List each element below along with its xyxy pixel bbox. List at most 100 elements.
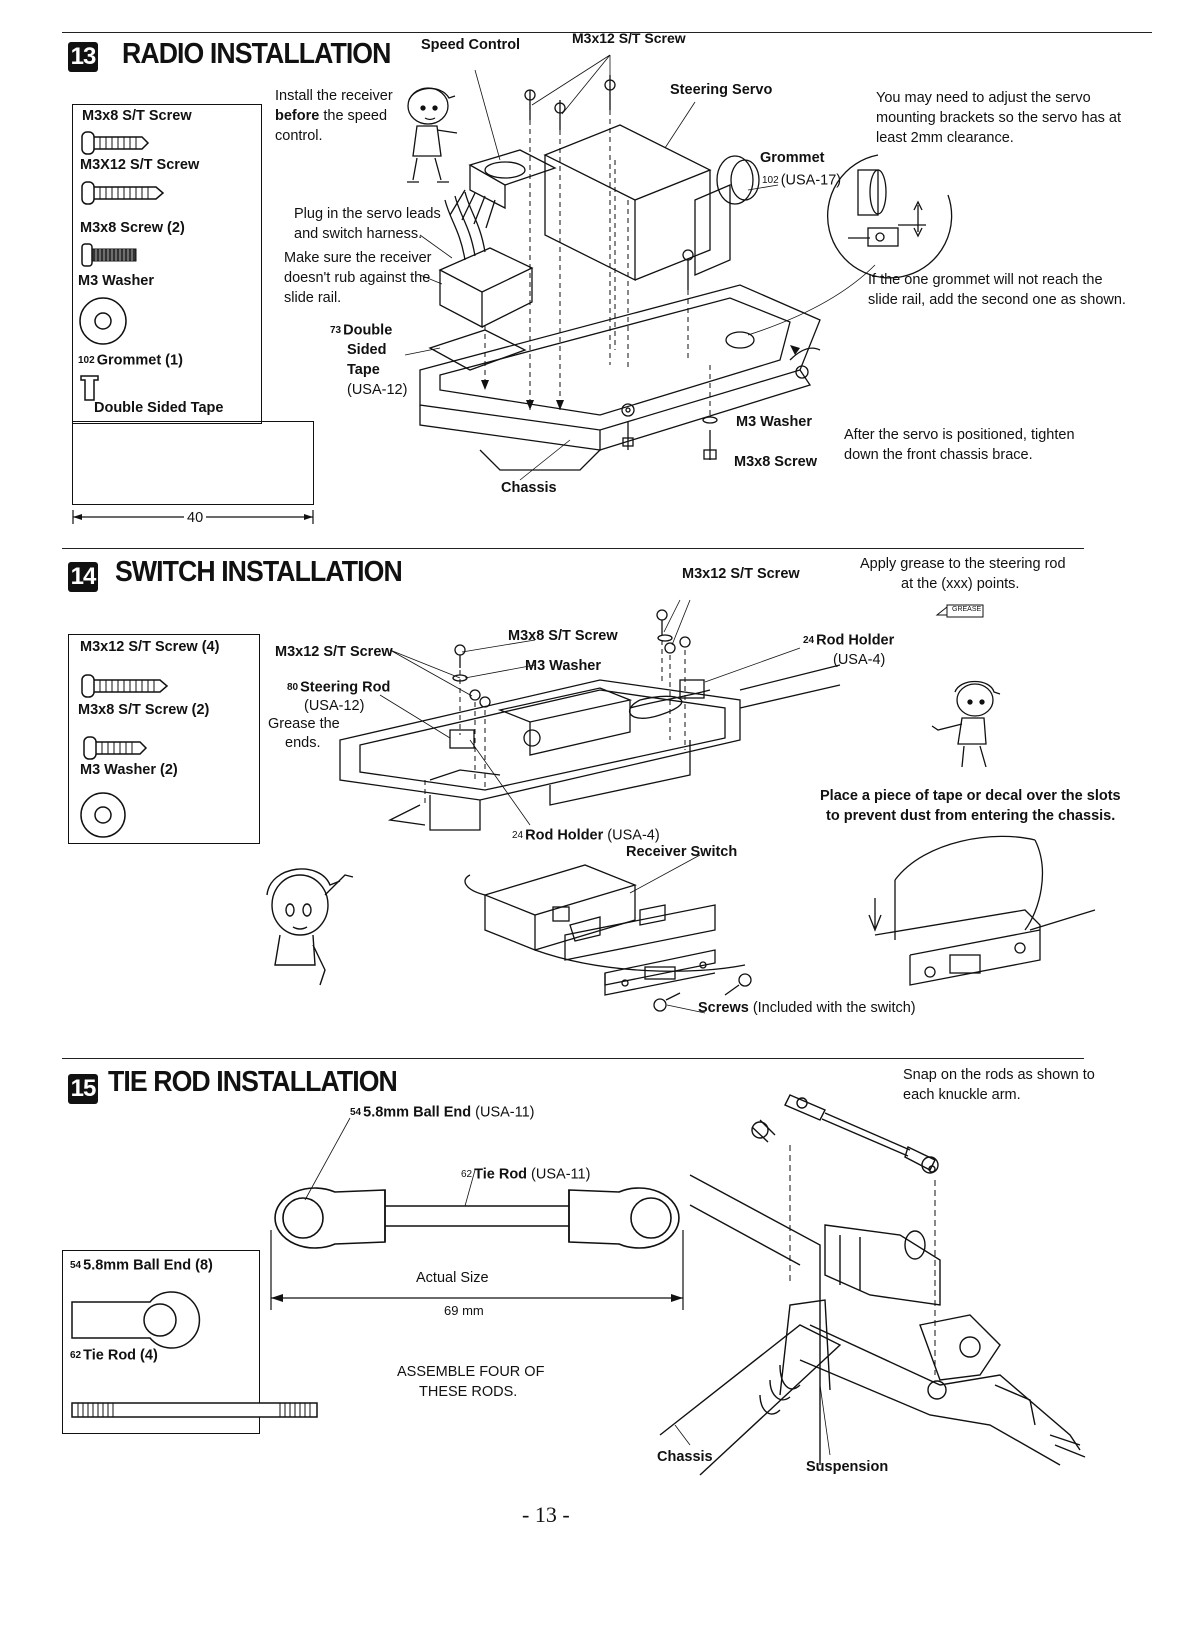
note-grease-line2: at the (xxx) points. bbox=[901, 576, 1020, 592]
note-adjust-servo-line1: You may need to adjust the servo bbox=[876, 90, 1091, 106]
note-adjust-servo-line2: mounting brackets so the servo has at bbox=[876, 110, 1122, 126]
callout-m3x12-st-screw-left: M3x12 S/T Screw bbox=[275, 644, 393, 660]
grease-tag-label: GREASE bbox=[952, 606, 982, 613]
grommet-part-number: 102 bbox=[78, 355, 95, 366]
mascot-boy-pointing-icon bbox=[931, 680, 1001, 768]
section-13-title: RADIO INSTALLATION bbox=[122, 38, 391, 70]
note-snap-rods-line1: Snap on the rods as shown to bbox=[903, 1067, 1095, 1083]
tape-length-value: 40 bbox=[184, 508, 207, 529]
note-tape-slots-line1: Place a piece of tape or decal over the … bbox=[820, 788, 1121, 804]
part-m3x8-st-screw-2-label: M3x8 S/T Screw (2) bbox=[78, 702, 210, 718]
note-grease-line1: Apply grease to the steering rod bbox=[860, 556, 1066, 572]
note-adjust-servo-line3: least 2mm clearance. bbox=[876, 130, 1014, 146]
callout-rod-holder-ref: (USA-4) bbox=[833, 652, 886, 668]
note-plug-in-line1: Plug in the servo leads bbox=[294, 206, 441, 222]
note-grease-ends-line2: ends. bbox=[285, 735, 321, 751]
callout-grommet-ref: 102(USA-17) bbox=[762, 172, 842, 189]
note-grommet-line1: If the one grommet will not reach the bbox=[868, 272, 1103, 288]
grommet-icon bbox=[80, 375, 99, 401]
note-assemble-line2: THESE RODS. bbox=[419, 1384, 518, 1400]
m3-washer-icon bbox=[79, 297, 127, 345]
note-tighten-line2: down the front chassis brace. bbox=[844, 447, 1033, 463]
part-m3x8-st-screw-label: M3x8 S/T Screw bbox=[82, 108, 192, 124]
section-14-title: SWITCH INSTALLATION bbox=[115, 556, 403, 588]
m3x8-st-screw-icon bbox=[81, 131, 150, 155]
callout-steering-servo: Steering Servo bbox=[670, 82, 773, 98]
section-15-title: TIE ROD INSTALLATION bbox=[108, 1066, 398, 1098]
m3-washer-icon-14 bbox=[80, 792, 126, 838]
callout-steering-rod-ref: (USA-12) bbox=[304, 698, 365, 714]
m3x8-st-screw-icon-14 bbox=[83, 736, 148, 760]
tape-over-slots-inset bbox=[868, 835, 1096, 986]
note-plug-in-line2: and switch harness. bbox=[294, 226, 423, 242]
tie-rod-actual-size-diagram bbox=[270, 1117, 684, 1310]
note-make-sure-line1: Make sure the receiver bbox=[284, 250, 432, 266]
callout-m3x12-st-screw: M3x12 S/T Screw bbox=[572, 30, 686, 46]
callout-m3-washer: M3 Washer bbox=[736, 414, 813, 430]
receiver-switch-diagram bbox=[464, 854, 752, 1014]
part-m3-washer-2-label: M3 Washer (2) bbox=[80, 762, 178, 778]
note-install-receiver-line2: before the speed bbox=[275, 108, 388, 124]
callout-chassis-15: Chassis bbox=[657, 1449, 713, 1465]
double-sided-tape-swatch bbox=[72, 421, 314, 505]
tie-rod-suspension-diagram bbox=[659, 1094, 1086, 1476]
label-length-69mm: 69 mm bbox=[444, 1303, 484, 1318]
section-14-parts-box bbox=[68, 634, 260, 844]
callout-m3x8-screw: M3x8 Screw bbox=[734, 454, 818, 470]
callout-double-sided-tape-line2: Sided bbox=[347, 342, 387, 358]
callout-speed-control: Speed Control bbox=[421, 37, 521, 53]
callout-screws-included: Screws (Included with the switch) bbox=[698, 1000, 916, 1016]
grommet-detail-inset bbox=[826, 154, 953, 279]
switch-installation-diagram bbox=[339, 599, 841, 831]
callout-double-sided-tape-ref: (USA-12) bbox=[347, 382, 408, 398]
note-grommet-line2: slide rail, add the second one as shown. bbox=[868, 292, 1126, 308]
section-14-number: 14 bbox=[68, 562, 98, 592]
label-actual-size: Actual Size bbox=[416, 1270, 489, 1286]
section-13-number: 13 bbox=[68, 42, 98, 72]
m3x12-st-screw-icon bbox=[81, 181, 165, 205]
section-13-parts-box bbox=[72, 104, 262, 424]
section-14-rule bbox=[62, 548, 1084, 549]
note-tighten-line1: After the servo is positioned, tighten bbox=[844, 427, 1075, 443]
callout-m3x8-st-screw-14: M3x8 S/T Screw bbox=[508, 628, 618, 644]
note-assemble-line1: ASSEMBLE FOUR OF bbox=[397, 1364, 545, 1380]
part-m3x12-st-screw-label: M3X12 S/T Screw bbox=[80, 157, 200, 173]
page-number: - 13 - bbox=[522, 1502, 570, 1527]
radio-installation-diagram bbox=[404, 54, 876, 481]
part-m3-washer-label: M3 Washer bbox=[78, 273, 155, 289]
section-15-rule bbox=[62, 1058, 1084, 1059]
callout-double-sided-tape-line3: Tape bbox=[347, 362, 380, 378]
callout-receiver-switch: Receiver Switch bbox=[626, 844, 738, 860]
mascot-boy-icon bbox=[407, 87, 458, 183]
ball-end-icon bbox=[71, 1291, 201, 1349]
note-install-receiver-line1: Install the receiver bbox=[275, 88, 393, 104]
note-make-sure-line2: doesn't rub against the bbox=[284, 270, 431, 286]
part-m3x8-screw-label: M3x8 Screw (2) bbox=[80, 220, 185, 236]
callout-m3x12-st-screw-top: M3x12 S/T Screw bbox=[682, 566, 800, 582]
callout-chassis-13: Chassis bbox=[501, 480, 557, 496]
note-make-sure-line3: slide rail. bbox=[284, 290, 342, 306]
note-install-receiver-line3: control. bbox=[275, 128, 323, 144]
part-double-sided-tape-label: Double Sided Tape bbox=[94, 400, 224, 416]
callout-grommet: Grommet bbox=[760, 150, 825, 166]
m3x12-st-screw-icon-14 bbox=[81, 674, 169, 698]
callout-suspension: Suspension bbox=[806, 1459, 889, 1475]
section-15-number: 15 bbox=[68, 1074, 98, 1104]
tie-rod-icon bbox=[71, 1402, 318, 1418]
mascot-boy-large-icon bbox=[266, 868, 354, 986]
section-13-rule bbox=[62, 32, 1152, 33]
note-tape-slots-line2: to prevent dust from entering the chassi… bbox=[826, 808, 1116, 824]
note-grease-ends-line1: Grease the bbox=[268, 716, 340, 732]
grease-tube-icon bbox=[935, 604, 984, 618]
callout-m3-washer-14: M3 Washer bbox=[525, 658, 602, 674]
m3x8-screw-icon bbox=[81, 243, 137, 267]
